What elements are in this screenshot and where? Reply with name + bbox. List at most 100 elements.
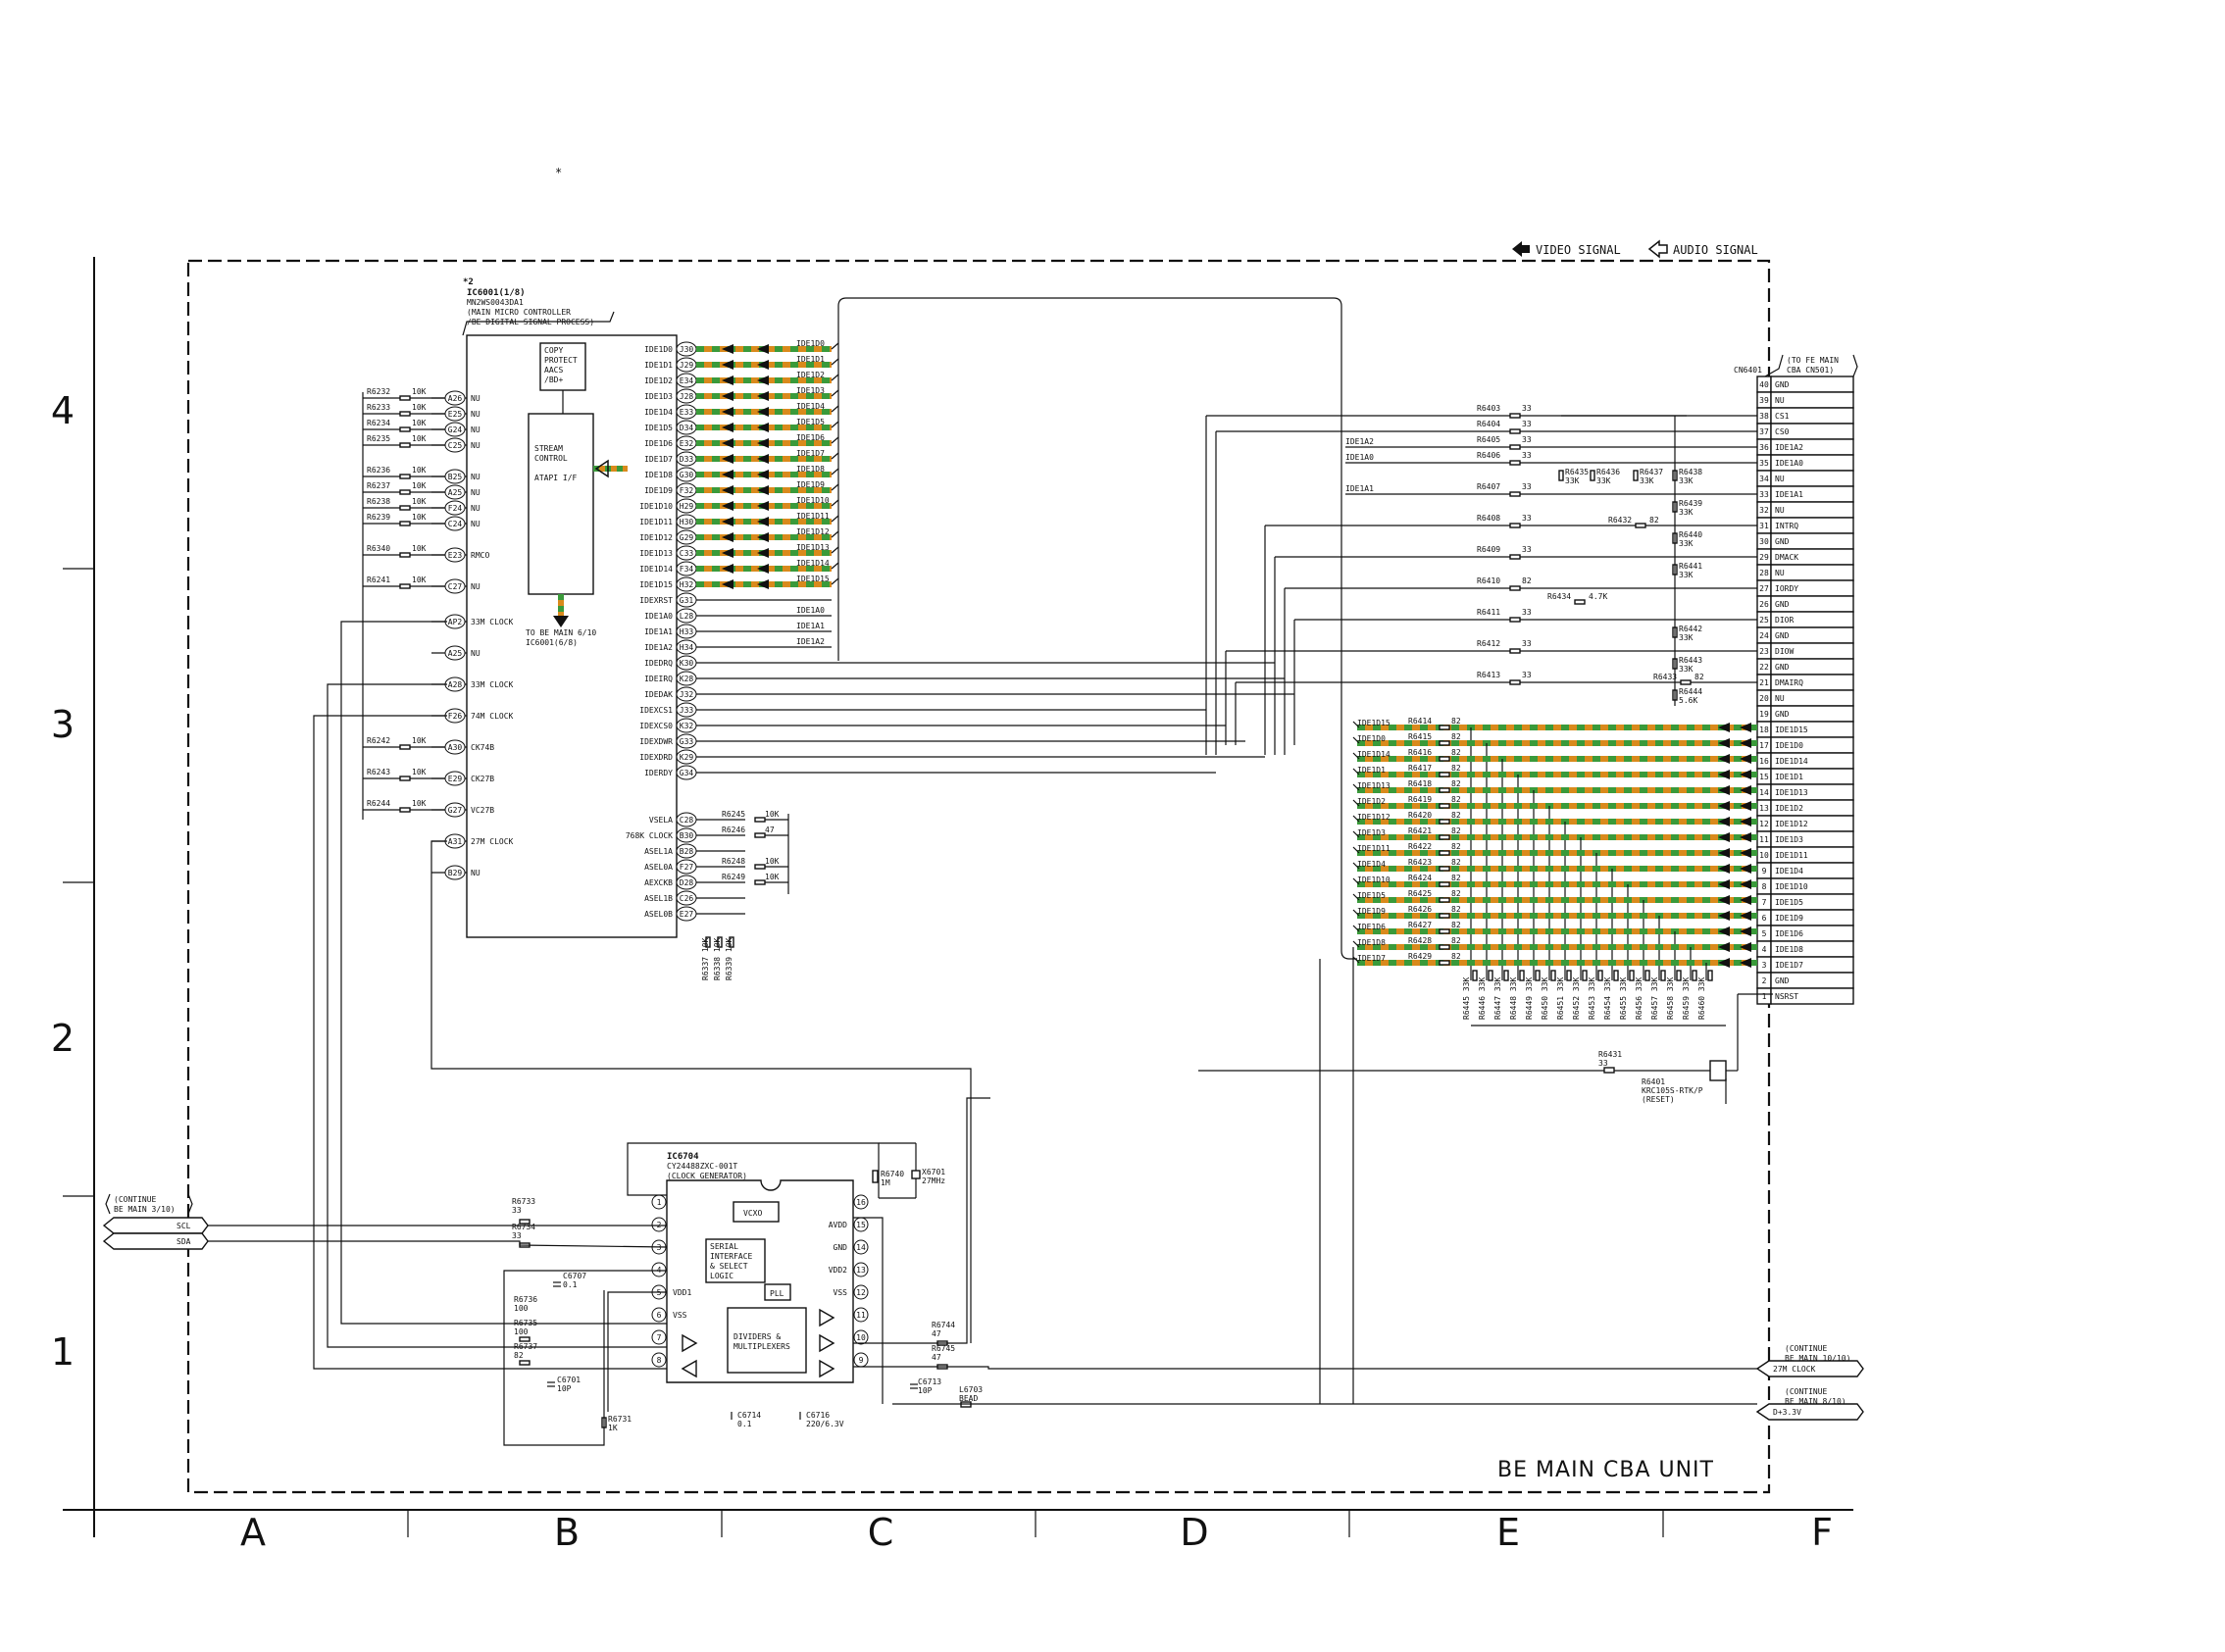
control-net-label: IDE1A0 [1345,453,1374,462]
cn6401-pin-number: 17 [1759,741,1769,750]
resistor-value: 10K [412,576,427,584]
pulldown-resistor [1707,970,1713,981]
data-resistor-ref: R6416 [1408,748,1432,757]
ic6001-left-pin-name: NU [471,441,480,450]
bus-net-label: IDE1D0 [796,339,825,348]
bus-net-label: IDE1D4 [796,402,825,411]
video-signal-arrow [1740,785,1751,795]
pulldown-resistor [1676,970,1682,981]
pulldown-resistor [1519,970,1525,981]
bus-net-label: IDE1D2 [796,371,825,379]
cn6401-pin-number: 25 [1759,616,1769,625]
resistor-symbol [399,583,411,589]
cn6401-pin-number: 29 [1759,553,1769,562]
cn6401-pin-number: 13 [1759,804,1769,813]
data-resistor-ref: R6422 [1408,842,1432,851]
svg-text:(CONTINUE: (CONTINUE [114,1195,157,1204]
ic6001-left-pin-name: NU [471,488,480,497]
bus-entry [1352,768,1360,776]
resistor-value: 10K [412,736,427,745]
ic6001-right-pin-name: IDE1D10 [639,502,673,511]
video-signal-arrow [1718,895,1730,905]
cn6401-pin-number: 15 [1759,773,1769,781]
data-resistor-value: 82 [1451,905,1461,914]
resistor-value: 10K [412,419,427,427]
pulldown-label: R6454 33K [1603,976,1612,1020]
svg-text:STREAM: STREAM [534,444,563,453]
video-signal-arrow [1718,958,1730,968]
cn6401-pin-number: 3 [1762,961,1767,970]
vsel-resistor [754,864,766,870]
svg-text:BE MAIN 3/10): BE MAIN 3/10) [114,1205,176,1214]
ic6001-left-pin-name: NU [471,394,480,403]
data-resistor-ref: R6428 [1408,936,1432,945]
clock-wires [313,621,972,1370]
series-ref: R6432 [1608,516,1632,525]
ic6704-right-pin-name: GND [834,1243,848,1252]
ic6001-right-pin-id: L28 [680,612,694,621]
bus-entry [1352,846,1360,854]
col-label-b: B [554,1511,580,1554]
bus-entry [831,483,839,491]
asel-resistor [705,936,711,948]
data-resistor [1439,803,1450,809]
cn6401-pin-name: IDE1D10 [1775,882,1808,891]
bus-entry [1352,736,1360,744]
data-resistor [1439,960,1450,966]
pullup-value: 33K [1596,476,1611,485]
cn6401-pin-number: 28 [1759,569,1769,577]
cn6401-pin-name: GND [1775,537,1790,546]
video-signal-arrow [722,423,733,432]
cn6401-to1: (TO FE MAIN [1787,356,1839,365]
video-signal-arrow [1718,738,1730,748]
cn6401-pin-name: DMAIRQ [1775,678,1803,687]
bus-net-label: IDE1D1 [796,355,825,364]
ic6001-left-pin-name: NU [471,869,480,877]
pullup-ref: R6441 [1679,562,1702,571]
video-signal-arrow [1740,911,1751,921]
bus-entry [831,499,839,507]
ic6001-right-pin-id: G33 [680,737,694,746]
data-resistor-ref: R6419 [1408,795,1432,804]
data-resistor-ref: R6415 [1408,732,1432,741]
cn6401-pin-number: 8 [1762,882,1767,891]
ic6001-left-pin-name: NU [471,410,480,419]
data-resistor [1439,819,1450,825]
video-signal-arrow [1718,832,1730,842]
ic6001-right-pin-id: D34 [680,424,694,432]
ic6001-right-pin-id: E34 [680,376,694,385]
control-resistor [1509,491,1521,497]
svg-text:SERIAL: SERIAL [710,1242,738,1251]
resistor-ref: R6233 [367,403,390,412]
resistor-value: 10K [412,544,427,553]
ic6704: IC6704 CY24488ZXC-001T (CLOCK GENERATOR)… [666,1152,854,1383]
video-signal-arrow [1740,879,1751,889]
pulldown-label: R6458 33K [1666,976,1675,1020]
control-resistor [1509,554,1521,560]
pulldown-label: R6455 33K [1619,976,1628,1020]
svg-text:R6731: R6731 [608,1415,632,1424]
data-resistor-value: 82 [1451,795,1461,804]
cn6401-pin-name: IDE1D9 [1775,914,1803,923]
bus-net-label: IDE1D11 [796,512,830,521]
ic6001-right-pin-name: IDE1D15 [639,580,673,589]
resistor-ref: R6244 [367,799,390,808]
bus-net-label: IDE1D6 [796,433,825,442]
bus-entry [831,436,839,444]
bus-entry [1352,925,1360,932]
series-ref: R6433 [1653,673,1677,681]
ic6001-right-pin-name: IDE1D4 [644,408,673,417]
data-resistor-value: 82 [1451,952,1461,961]
control-resistor-value: 33 [1522,420,1532,428]
dividers-block [727,1307,807,1374]
data-resistor [1439,725,1450,730]
resistor-symbol [399,505,411,511]
control-resistor [1509,428,1521,434]
control-resistor [1509,679,1521,685]
pullup-ref: R6437 [1640,468,1663,476]
cn6401-ref: CN6401 [1734,366,1762,375]
resistor-value: 10K [412,466,427,475]
ic6001-right-pin-name: IDEDAK [644,690,673,699]
cn6401-pin-number: 27 [1759,584,1769,593]
